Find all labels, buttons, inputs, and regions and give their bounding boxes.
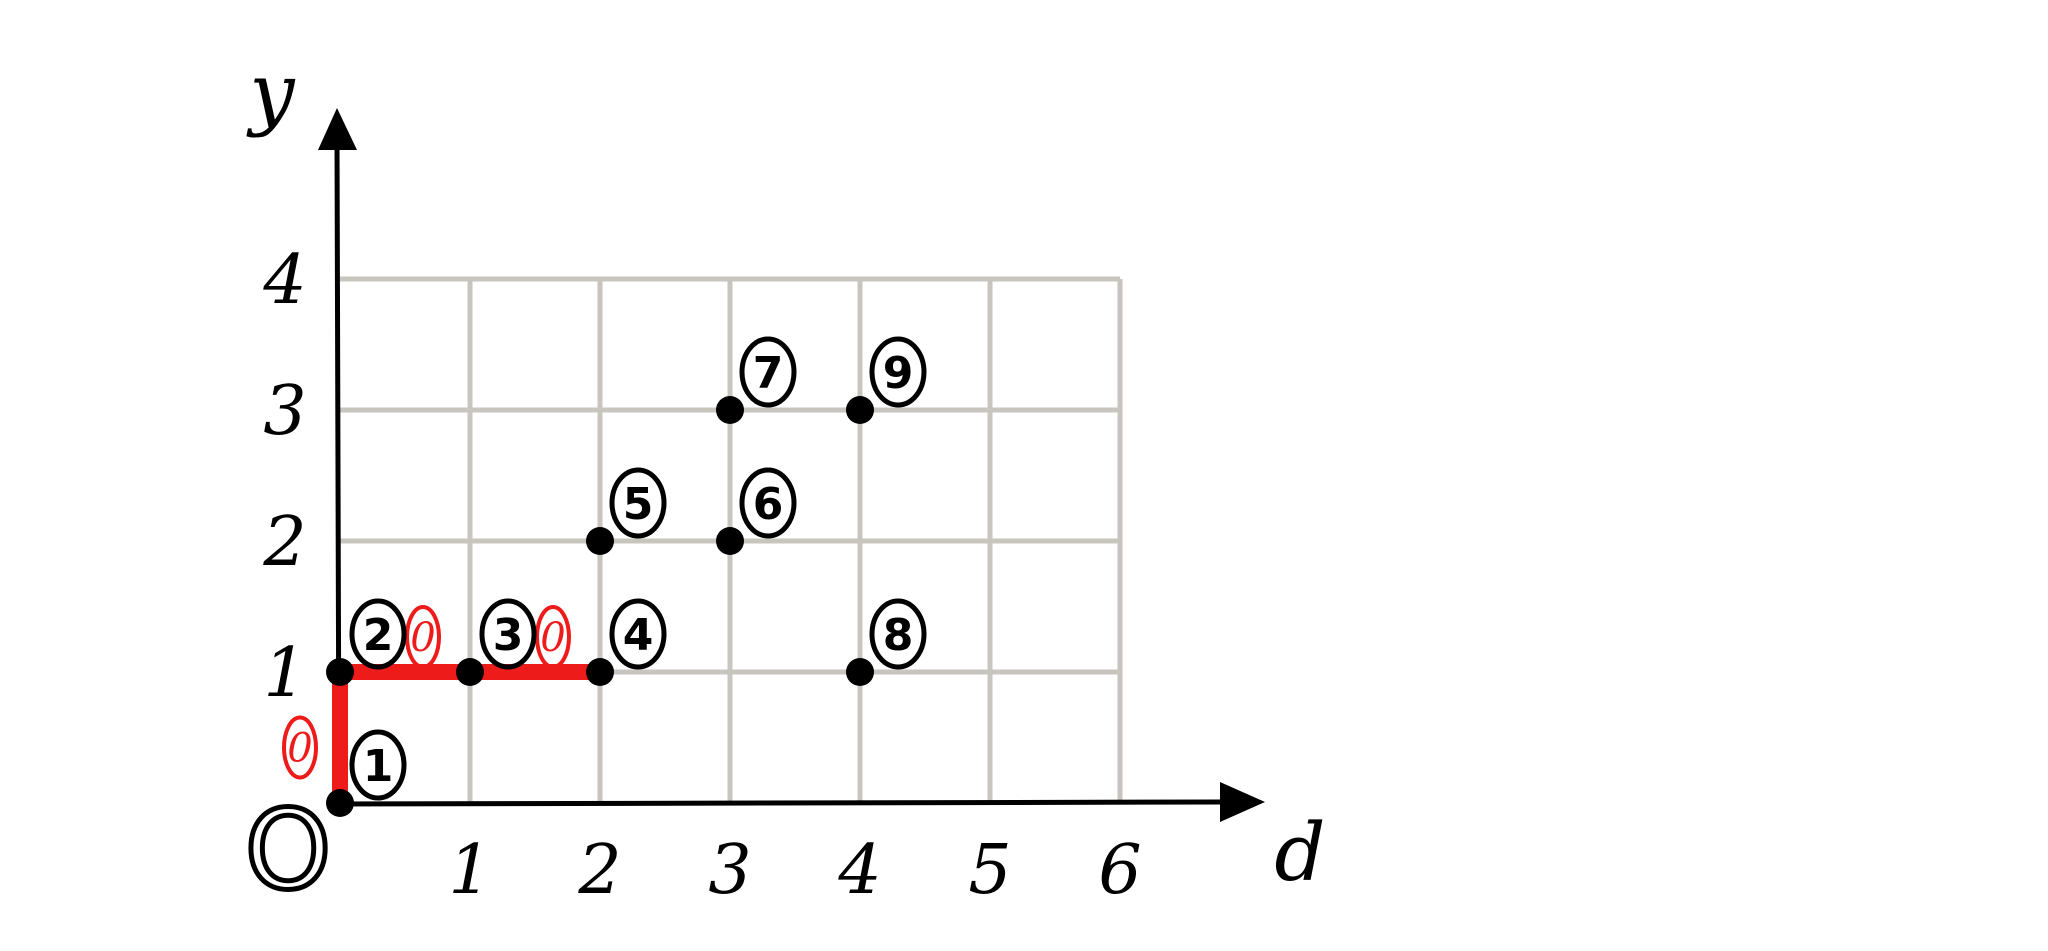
data-point — [716, 396, 744, 424]
x-axis-label: d — [1274, 806, 1325, 899]
point-label: 5 — [623, 479, 654, 530]
y-axis-arrow-icon — [318, 108, 357, 150]
data-point — [326, 658, 354, 686]
point-label: 1 — [363, 741, 394, 792]
axis-labels: d y O — [242, 46, 1325, 917]
edge-label: 0 — [410, 615, 435, 661]
y-axis-label: y — [246, 46, 296, 139]
tick-labels: 1 2 3 4 5 6 1 2 3 4 — [262, 241, 1141, 910]
point-label-circle — [609, 598, 667, 670]
data-point — [456, 658, 484, 686]
x-tick-label: 2 — [577, 831, 621, 910]
edge-label-circle — [405, 605, 441, 669]
red-path: 0 0 0 — [282, 605, 608, 811]
x-tick-label: 6 — [1098, 831, 1141, 910]
y-tick-label: 2 — [262, 503, 306, 582]
point-label-circle — [349, 729, 407, 801]
point-label-circle — [349, 598, 407, 670]
point-label: 3 — [493, 610, 524, 661]
point-label-circle — [869, 336, 927, 408]
data-point — [846, 396, 874, 424]
data-point — [586, 658, 614, 686]
y-tick-label: 3 — [263, 372, 306, 451]
x-axis-arrow-icon — [1220, 782, 1265, 822]
point-label: 2 — [363, 610, 394, 661]
data-point — [586, 527, 614, 555]
point-label: 9 — [883, 348, 914, 399]
point-label-circle — [739, 336, 797, 408]
point-label: 7 — [753, 348, 784, 399]
edge-label-circle — [535, 605, 571, 669]
origin-label: O — [245, 786, 332, 914]
data-points: 1 2 3 4 5 6 7 8 9 — [326, 336, 927, 817]
x-tick-label: 3 — [708, 831, 751, 910]
data-point — [716, 527, 744, 555]
axes — [318, 108, 1265, 822]
y-tick-label: 4 — [262, 241, 306, 320]
x-axis-line — [332, 799, 1228, 807]
edge-label: 0 — [287, 726, 312, 772]
point-label: 8 — [883, 610, 914, 661]
data-point — [326, 789, 354, 817]
point-label-circle — [609, 467, 667, 539]
y-tick-label: 1 — [263, 634, 306, 713]
data-point — [846, 658, 874, 686]
point-label-circle — [479, 598, 537, 670]
point-label-circle — [739, 467, 797, 539]
x-tick-label: 4 — [837, 831, 881, 910]
x-tick-label: 5 — [968, 831, 1011, 910]
edge-label-circle — [282, 715, 318, 780]
edge-label: 0 — [540, 615, 565, 661]
point-label: 4 — [623, 610, 654, 661]
point-label-circle — [869, 598, 927, 670]
x-tick-label: 1 — [448, 831, 491, 910]
point-label: 6 — [753, 479, 784, 530]
